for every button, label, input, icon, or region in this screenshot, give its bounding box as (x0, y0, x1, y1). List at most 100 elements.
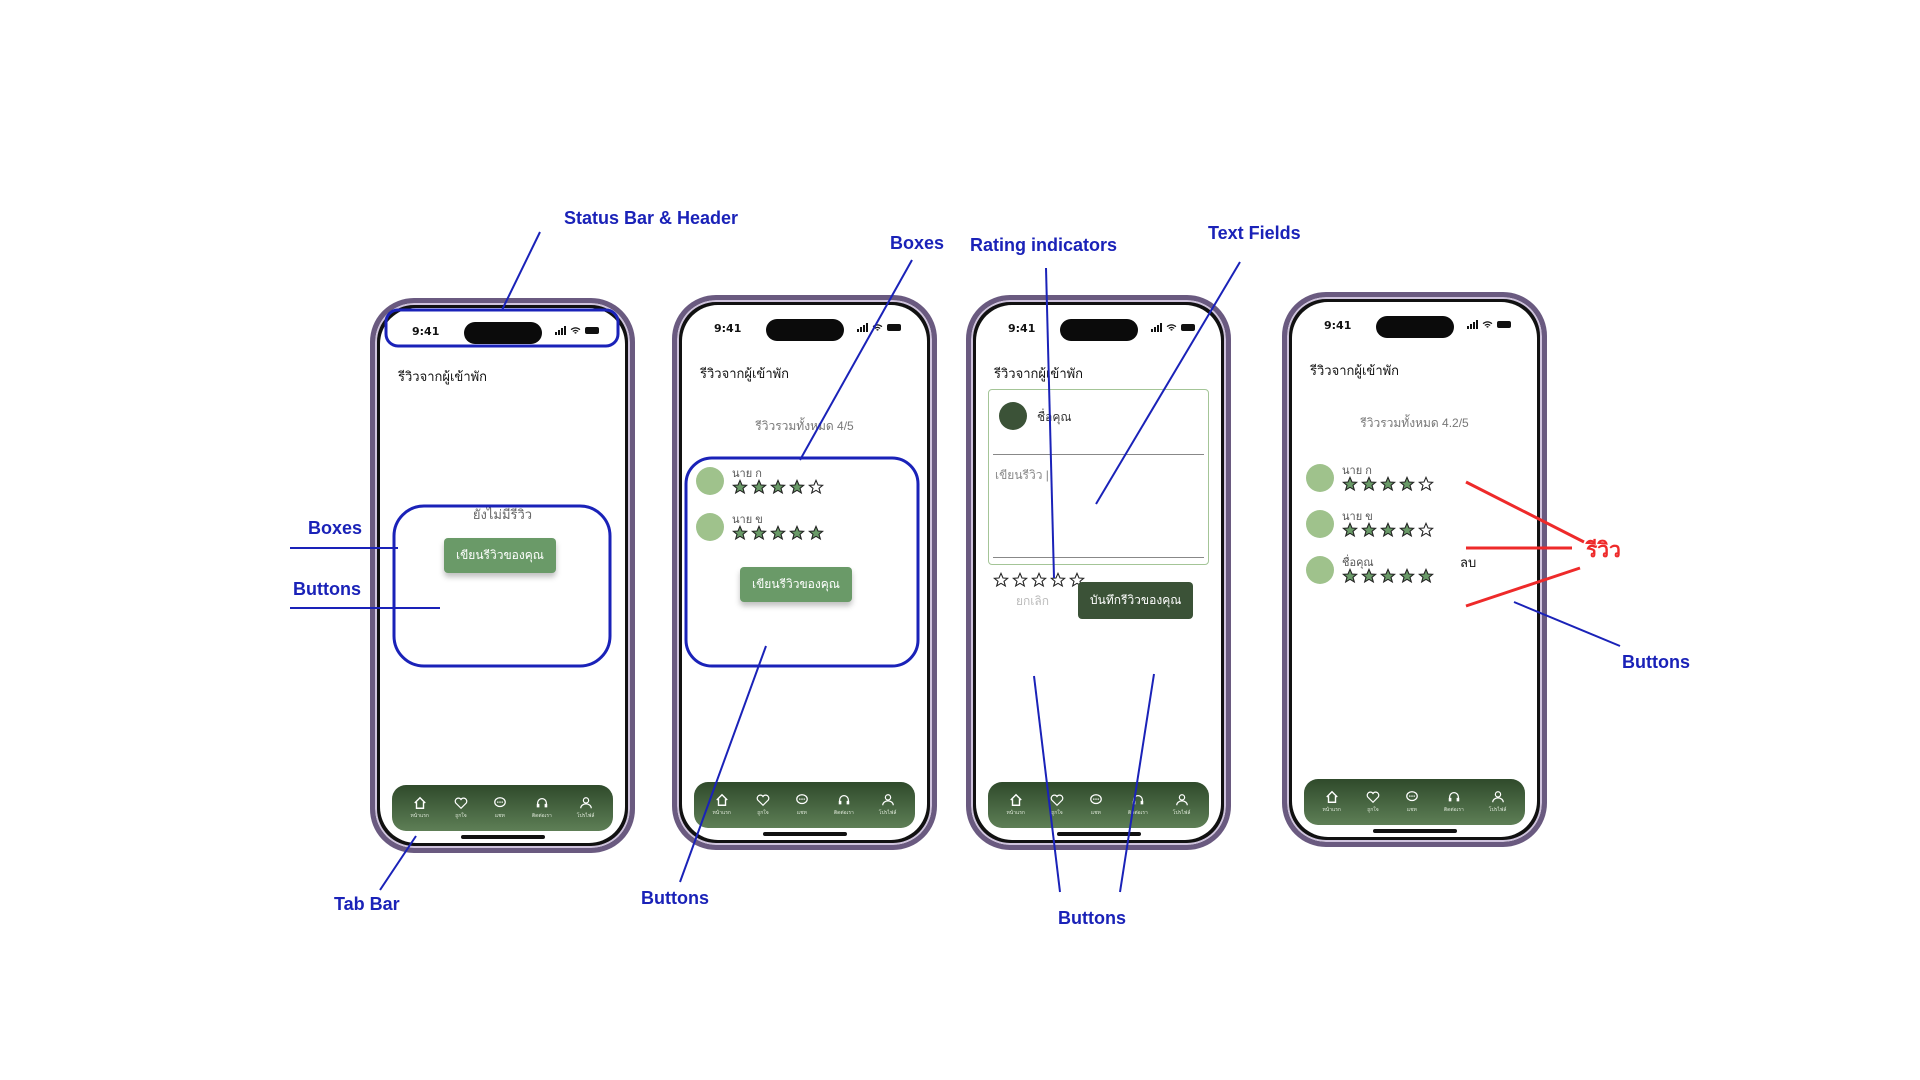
tab-profile[interactable]: โปรไฟล์ (576, 796, 595, 820)
headset-icon (1448, 792, 1460, 802)
tab-label: แชท (1406, 807, 1417, 813)
star-empty-icon (808, 479, 824, 495)
signal-icon (857, 323, 868, 332)
tab-chat[interactable]: แชท (1089, 793, 1103, 817)
star-filled-icon (732, 479, 748, 495)
star-filled-icon (751, 479, 767, 495)
tab-chat[interactable]: แชท (493, 796, 507, 820)
tab-label: โปรไฟล์ (576, 813, 595, 819)
tab-home[interactable]: หน้าแรก (1322, 790, 1341, 814)
star-filled-icon (751, 525, 767, 541)
tab-chat[interactable]: แชท (795, 793, 809, 817)
system-icons (857, 323, 901, 332)
tab-chat[interactable]: แชท (1405, 790, 1419, 814)
save-review-button[interactable]: บันทึกรีวิวของคุณ (1078, 582, 1194, 619)
tab-label: ติดต่อเรา (1443, 807, 1464, 813)
home-icon (1325, 790, 1338, 803)
screen: 9:41 รีวิวจากผู้เข้าพัก รีวิวรวมทั้งหมด … (682, 305, 927, 840)
wifi-icon (1166, 323, 1177, 331)
annotation-label-review: รีวิว (1586, 539, 1621, 562)
battery-icon (1181, 324, 1195, 331)
tab-contact[interactable]: ติดต่อเรา (532, 796, 552, 820)
rating-stars (732, 525, 824, 541)
cancel-button[interactable]: ยกเลิก (1016, 594, 1050, 608)
star-empty-icon[interactable] (993, 572, 1009, 588)
home-indicator (1056, 832, 1141, 836)
annotation-label: Buttons (1622, 652, 1690, 672)
headset-icon (1132, 795, 1144, 805)
tab-favorites[interactable]: ถูกใจ (1366, 790, 1380, 814)
tab-profile[interactable]: โปรไฟล์ (878, 793, 897, 817)
star-filled-icon (770, 525, 786, 541)
tab-home[interactable]: หน้าแรก (712, 793, 731, 817)
star-filled-icon (1361, 476, 1377, 492)
star-filled-icon (1399, 568, 1415, 584)
status-time: 9:41 (1324, 319, 1352, 332)
avatar (1306, 510, 1334, 538)
tab-label: แชท (494, 813, 505, 819)
battery-icon (887, 324, 901, 331)
tab-label: หน้าแรก (712, 810, 731, 816)
home-icon (1009, 793, 1022, 806)
tab-label: ติดต่อเรา (1127, 810, 1148, 816)
tab-contact[interactable]: ติดต่อเรา (1444, 790, 1464, 814)
star-empty-icon[interactable] (1012, 572, 1028, 588)
headset-icon (536, 798, 548, 808)
wifi-icon (1482, 320, 1493, 328)
rating-input[interactable] (993, 572, 1085, 588)
tab-contact[interactable]: ติดต่อเรา (834, 793, 854, 817)
delete-review-button[interactable]: ลบ (1460, 555, 1477, 570)
signal-icon (555, 326, 566, 335)
star-filled-icon (789, 479, 805, 495)
tab-bar: หน้าแรก ถูกใจ แชท ติดต่อเรา โปรไฟล์ (1304, 779, 1525, 825)
star-filled-icon (732, 525, 748, 541)
battery-icon (585, 327, 599, 334)
dynamic-island (463, 322, 542, 344)
annotation-label: Boxes (308, 518, 363, 538)
heart-icon (454, 797, 468, 810)
tab-label: ติดต่อเรา (531, 813, 552, 819)
status-bar: 9:41 (1292, 316, 1537, 338)
write-review-button[interactable]: เขียนรีวิวของคุณ (740, 567, 852, 602)
system-icons (1467, 320, 1511, 329)
tab-home[interactable]: หน้าแรก (1006, 793, 1025, 817)
screen: 9:41 รีวิวจากผู้เข้าพัก ชื่อคุณ เขียนรีว… (976, 305, 1221, 840)
tab-home[interactable]: หน้าแรก (410, 796, 429, 820)
star-filled-icon (1380, 568, 1396, 584)
tab-label: ถูกใจ (1051, 810, 1063, 816)
star-filled-icon (1342, 568, 1358, 584)
rating-stars (1342, 522, 1434, 538)
star-empty-icon (1418, 476, 1434, 492)
annotation-label: Rating indicators (970, 235, 1118, 255)
rating-summary: รีวิวรวมทั้งหมด 4/5 (755, 419, 854, 433)
tab-contact[interactable]: ติดต่อเรา (1128, 793, 1148, 817)
avatar (696, 513, 724, 541)
star-empty-icon[interactable] (1031, 572, 1047, 588)
tab-favorites[interactable]: ถูกใจ (756, 793, 770, 817)
tab-label: โปรไฟล์ (878, 810, 897, 816)
star-filled-icon (1342, 476, 1358, 492)
annotation-label: Buttons (641, 888, 709, 908)
tab-profile[interactable]: โปรไฟล์ (1488, 790, 1507, 814)
tab-label: โปรไฟล์ (1488, 807, 1507, 813)
tab-favorites[interactable]: ถูกใจ (1050, 793, 1064, 817)
name-field[interactable]: ชื่อคุณ (1037, 410, 1072, 424)
page-title: รีวิวจากผู้เข้าพัก (398, 369, 488, 384)
avatar (1306, 556, 1334, 584)
user-icon (579, 797, 592, 809)
tab-favorites[interactable]: ถูกใจ (454, 796, 468, 820)
star-filled-icon (1342, 522, 1358, 538)
status-time: 9:41 (412, 325, 440, 338)
review-text-field[interactable]: เขียนรีวิว | (995, 468, 1049, 482)
write-review-button[interactable]: เขียนรีวิวของคุณ (444, 538, 556, 573)
tab-bar: หน้าแรก ถูกใจ แชท ติดต่อเรา โปรไฟล์ (392, 785, 613, 831)
home-indicator (460, 835, 545, 839)
rating-stars (732, 479, 824, 495)
status-time: 9:41 (1008, 322, 1036, 335)
chat-icon (796, 794, 808, 805)
headset-icon (838, 795, 850, 805)
avatar (696, 467, 724, 495)
star-empty-icon[interactable] (1050, 572, 1066, 588)
tab-profile[interactable]: โปรไฟล์ (1173, 793, 1190, 817)
